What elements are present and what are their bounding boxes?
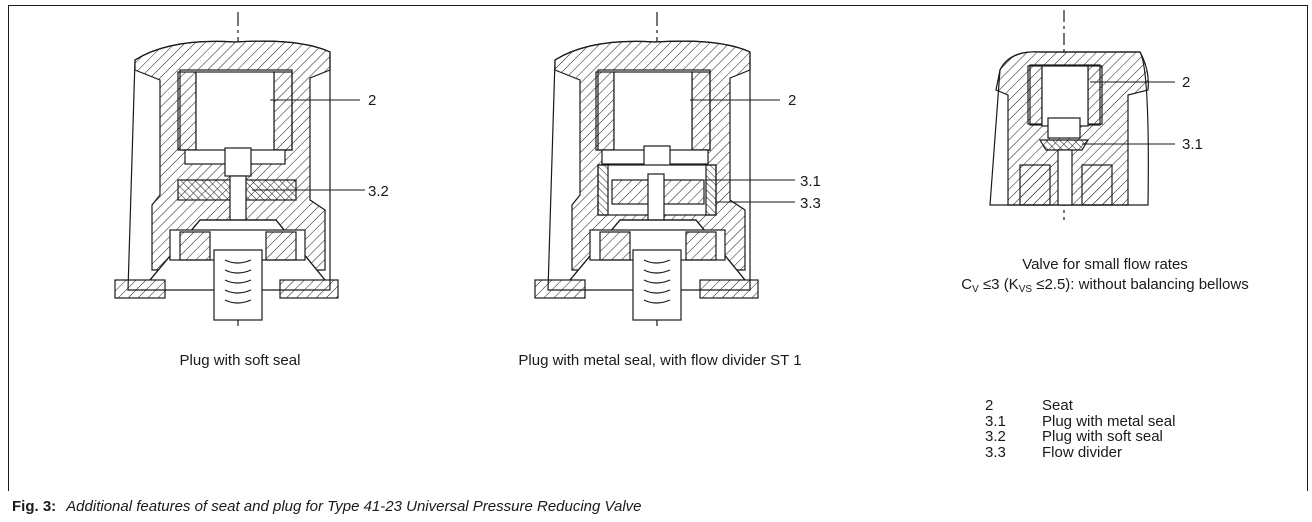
caption-small-flow-line2: CV ≤3 (KVS ≤2.5): without balancing bell… <box>961 276 1249 295</box>
callout-2: 2 <box>1182 74 1190 91</box>
callout-3-2: 3.2 <box>368 183 389 200</box>
callout-2: 2 <box>368 92 376 109</box>
callout-3-1: 3.1 <box>1182 136 1203 153</box>
caption-small-flow: Valve for small flow rates CV ≤3 (KVS ≤2… <box>890 255 1312 300</box>
drawing-small-flow <box>989 10 1175 220</box>
caption-soft-seal: Plug with soft seal <box>179 352 301 369</box>
callout-3-1: 3.1 <box>800 173 821 190</box>
drawing-soft-seal <box>114 12 365 330</box>
drawing-metal-seal <box>534 12 795 330</box>
figure-title: Additional features of seat and plug for… <box>66 498 642 515</box>
figure-frame <box>8 5 1308 491</box>
figure-number: Fig. 3: <box>12 498 57 515</box>
caption-small-flow-line1: Valve for small flow rates <box>1022 256 1188 273</box>
callout-3-3: 3.3 <box>800 195 821 212</box>
caption-metal-seal: Plug with metal seal, with flow divider … <box>518 352 802 369</box>
figure-caption: Fig. 3: Additional features of seat and p… <box>12 498 642 515</box>
callout-2: 2 <box>788 92 796 109</box>
